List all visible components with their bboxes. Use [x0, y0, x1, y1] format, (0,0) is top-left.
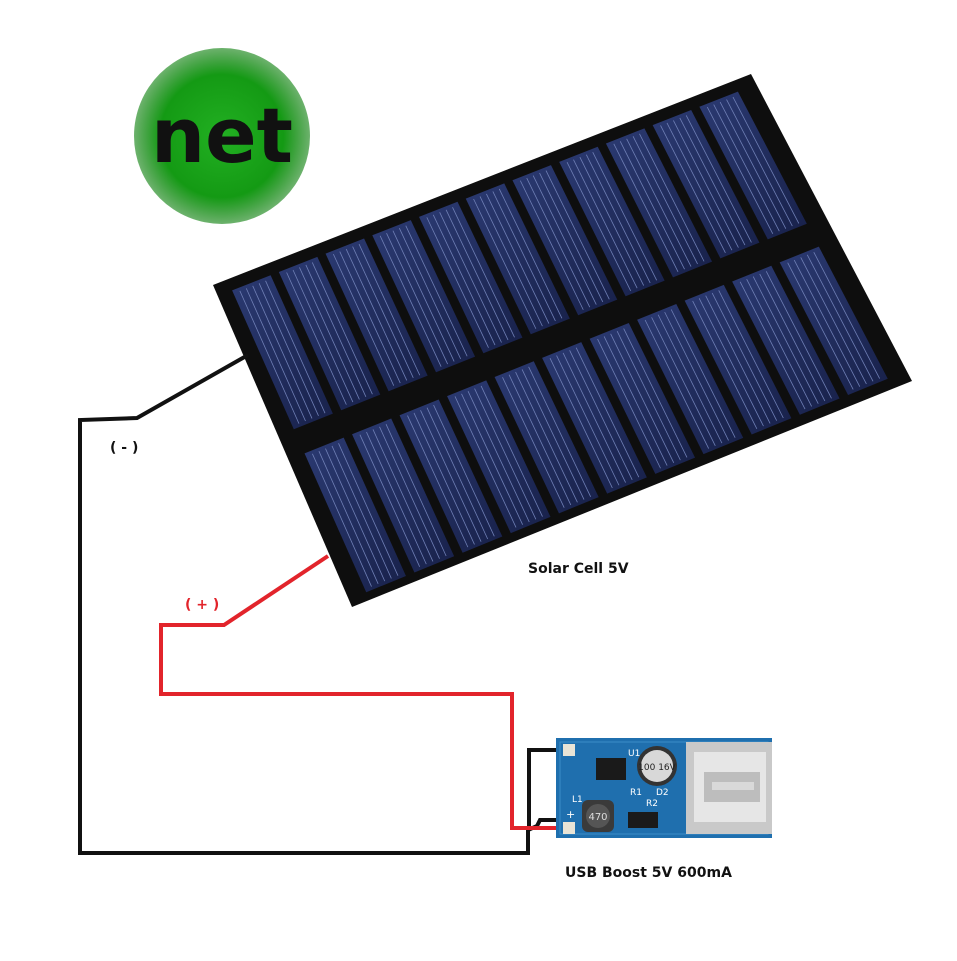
solar-panel [213, 74, 912, 607]
solar-cell-label: Solar Cell 5V [528, 561, 629, 577]
usb-boost-board: + U1 100 16V 470 R1 R2 D2 L1 [556, 738, 772, 838]
svg-text:470: 470 [588, 812, 607, 823]
svg-text:100 16V: 100 16V [638, 763, 676, 773]
svg-text:U1: U1 [628, 749, 640, 759]
usb-boost-label: USB Boost 5V 600mA [565, 865, 732, 881]
pad-positive [563, 822, 575, 834]
positive-label: ( + ) [185, 597, 219, 613]
diode-d2 [628, 812, 658, 828]
logo-text: net [151, 91, 293, 180]
svg-text:L1: L1 [572, 795, 583, 805]
negative-label: ( - ) [110, 440, 138, 456]
svg-text:R2: R2 [646, 799, 658, 809]
pad-negative [563, 744, 575, 756]
pad-plus-label: + [566, 808, 575, 821]
net-logo: net [134, 48, 310, 224]
svg-text:R1: R1 [630, 788, 642, 798]
chip-u1 [596, 758, 626, 780]
svg-text:D2: D2 [656, 788, 669, 798]
